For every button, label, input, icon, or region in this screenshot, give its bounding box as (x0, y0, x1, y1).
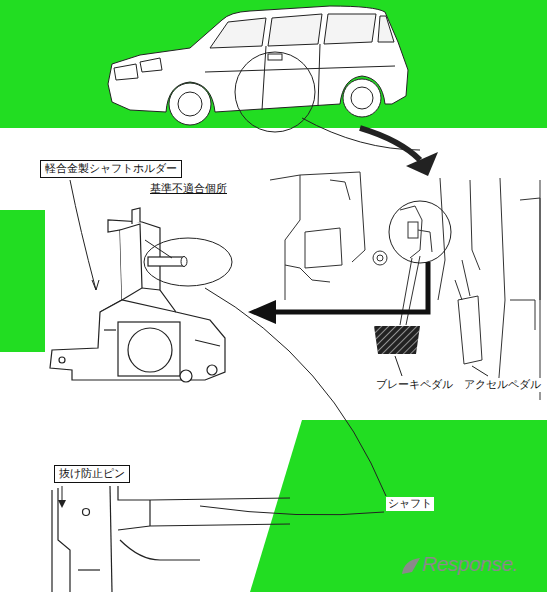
leader-line (145, 240, 172, 258)
leader-line (395, 356, 402, 376)
part-name: ブレーキペダル (374, 378, 455, 392)
part-name: アクセルペダル (462, 378, 543, 392)
part-name: 基準不適合個所 (148, 182, 229, 196)
leader-line (200, 506, 384, 515)
arrow-head (248, 300, 276, 324)
green-notch (0, 210, 45, 352)
green-band (0, 0, 547, 128)
green-wedge (250, 420, 547, 592)
arrow-head (58, 500, 66, 508)
part-name: 抜け防止ピン (59, 467, 125, 481)
part-name: 軽合金製シャフトホルダー (45, 162, 177, 176)
part-name: シャフト (386, 497, 434, 511)
pin-pointer (62, 486, 63, 502)
pedal-area-drawing (270, 172, 540, 400)
logo-mark (402, 558, 420, 574)
big-arrow (272, 262, 428, 312)
car-drawing (108, 6, 408, 125)
shaft (148, 257, 187, 267)
leader-line (70, 180, 96, 290)
watermark: Response. (420, 552, 520, 576)
leader-line (205, 288, 386, 496)
label-box: 抜け防止ピン (54, 465, 130, 483)
brake-pedal (374, 326, 420, 354)
highlight-circle (235, 52, 315, 132)
label-box: 軽合金製シャフトホルダー (40, 160, 182, 178)
curved-arrow (360, 128, 420, 160)
highlight-ellipse (144, 238, 232, 286)
shaft-holder (50, 208, 225, 382)
arrow-head (406, 152, 438, 176)
pin-detail (52, 486, 290, 592)
highlight-circle (389, 201, 451, 263)
leader-line (472, 366, 488, 376)
